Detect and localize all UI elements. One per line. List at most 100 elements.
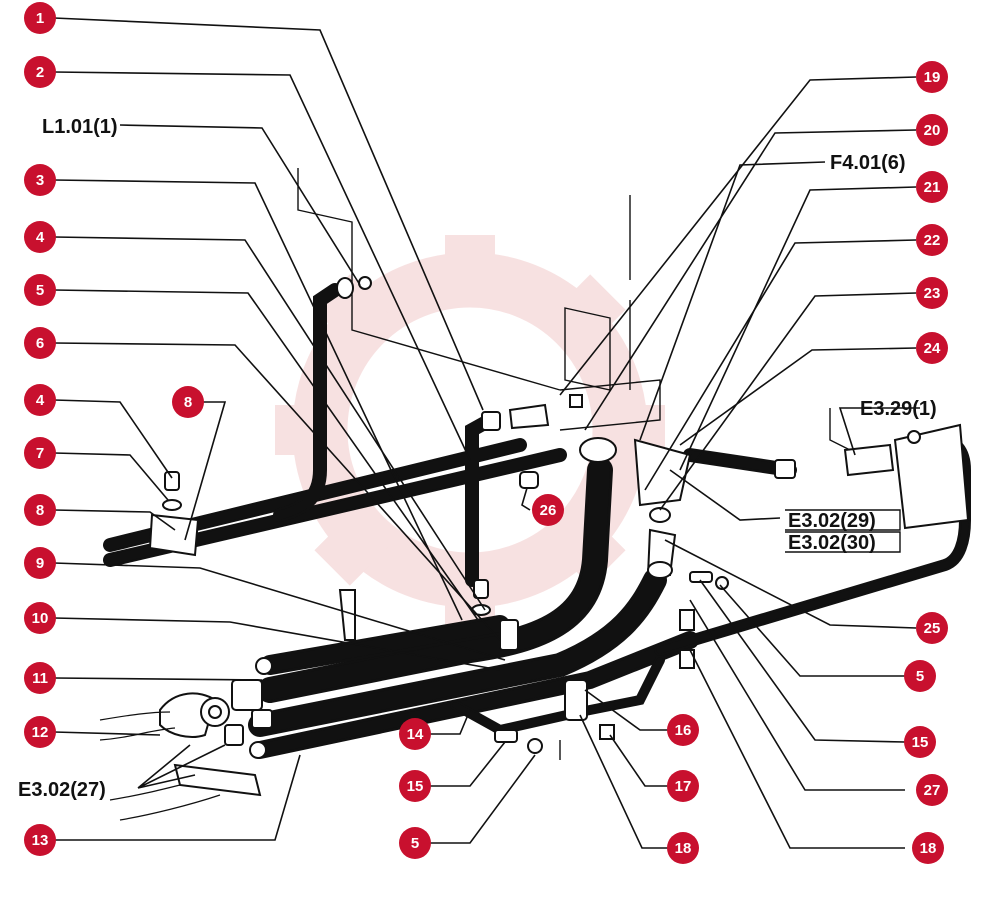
callout-badge [24,716,56,748]
callout-13: 13 [24,824,56,856]
callout-number: 18 [920,840,937,857]
callout-badge [24,824,56,856]
callout-number: 18 [675,840,692,857]
callout-21: 21 [916,171,948,203]
callout-badge [916,61,948,93]
callout-23: 23 [916,277,948,309]
callout-number: 5 [411,835,419,852]
callout-number: 12 [32,724,49,741]
callout-number: 10 [32,610,49,627]
callout-badge [24,662,56,694]
callout-badge [916,612,948,644]
callout-number: 9 [36,555,44,572]
callout-badge [172,386,204,418]
callout-18: 18 [912,832,944,864]
callout-badge [916,171,948,203]
callout-number: 21 [924,179,941,196]
callout-badge [24,602,56,634]
reference-label: E3.02(27) [18,779,106,801]
callout-6: 6 [24,327,56,359]
callout-number: 16 [675,722,692,739]
callout-number: 17 [675,778,692,795]
callout-number: 22 [924,232,941,249]
callout-badge [912,832,944,864]
callout-number: 3 [36,172,44,189]
reference-brackets [785,408,901,553]
callout-5: 5 [24,274,56,306]
callout-number: 25 [924,620,941,637]
callout-number: 20 [924,122,941,139]
callout-4: 4 [24,384,56,416]
callout-12: 12 [24,716,56,748]
callout-number: 8 [184,394,192,411]
callout-badge [24,327,56,359]
callout-8: 8 [172,386,204,418]
callout-badge [667,832,699,864]
reference-label: F4.01(6) [830,152,906,174]
callout-badge [532,494,564,526]
callout-badge [667,770,699,802]
callout-2: 2 [24,56,56,88]
callout-badge [24,437,56,469]
callout-22: 22 [916,224,948,256]
leader-lines [53,17,920,849]
callout-number: 1 [36,10,44,27]
callout-badge [24,494,56,526]
callout-18: 18 [667,832,699,864]
callout-badge [24,221,56,253]
callout-number: 4 [36,229,45,246]
callout-25: 25 [916,612,948,644]
callout-number: 8 [36,502,44,519]
callout-badge [24,274,56,306]
callout-badge [667,714,699,746]
callout-15: 15 [904,726,936,758]
callout-badge [24,384,56,416]
callout-5: 5 [904,660,936,692]
callout-badge [399,718,431,750]
fittings [148,276,970,797]
reference-label: L1.01(1) [42,116,118,138]
callout-number: 13 [32,832,49,849]
center-curved-hose [248,457,667,737]
callout-8: 8 [24,494,56,526]
callout-badge [904,726,936,758]
callout-badge [399,770,431,802]
callout-badge [24,2,56,34]
callout-badge [24,164,56,196]
callout-number: 26 [540,502,557,519]
callout-badge [916,114,948,146]
callout-badge [916,224,948,256]
callout-20: 20 [916,114,948,146]
callout-badge [24,547,56,579]
callout-27: 27 [916,774,948,806]
callout-badge [916,774,948,806]
callout-11: 11 [24,662,56,694]
callout-number: 4 [36,392,45,409]
callout-number: 5 [916,668,924,685]
callout-17: 17 [667,770,699,802]
callout-number: 5 [36,282,44,299]
callout-badge [904,660,936,692]
callout-19: 19 [916,61,948,93]
callout-number: 19 [924,69,941,86]
callout-16: 16 [667,714,699,746]
reference-label: E3.02(30) [788,532,876,554]
callout-7: 7 [24,437,56,469]
reference-labels: L1.01(1)F4.01(6)E3.29(1)E3.02(29)E3.02(3… [18,116,937,801]
callout-24: 24 [916,332,948,364]
callout-number: 7 [36,445,44,462]
callout-number: 23 [924,285,941,302]
callout-number: 14 [407,726,424,743]
callout-number: 2 [36,64,44,81]
callout-badge [916,277,948,309]
callout-3: 3 [24,164,56,196]
callout-number: 15 [912,734,929,751]
callout-number: 15 [407,778,424,795]
callout-10: 10 [24,602,56,634]
callout-number: 6 [36,335,44,352]
callout-badge [399,827,431,859]
callout-number: 24 [924,340,941,357]
